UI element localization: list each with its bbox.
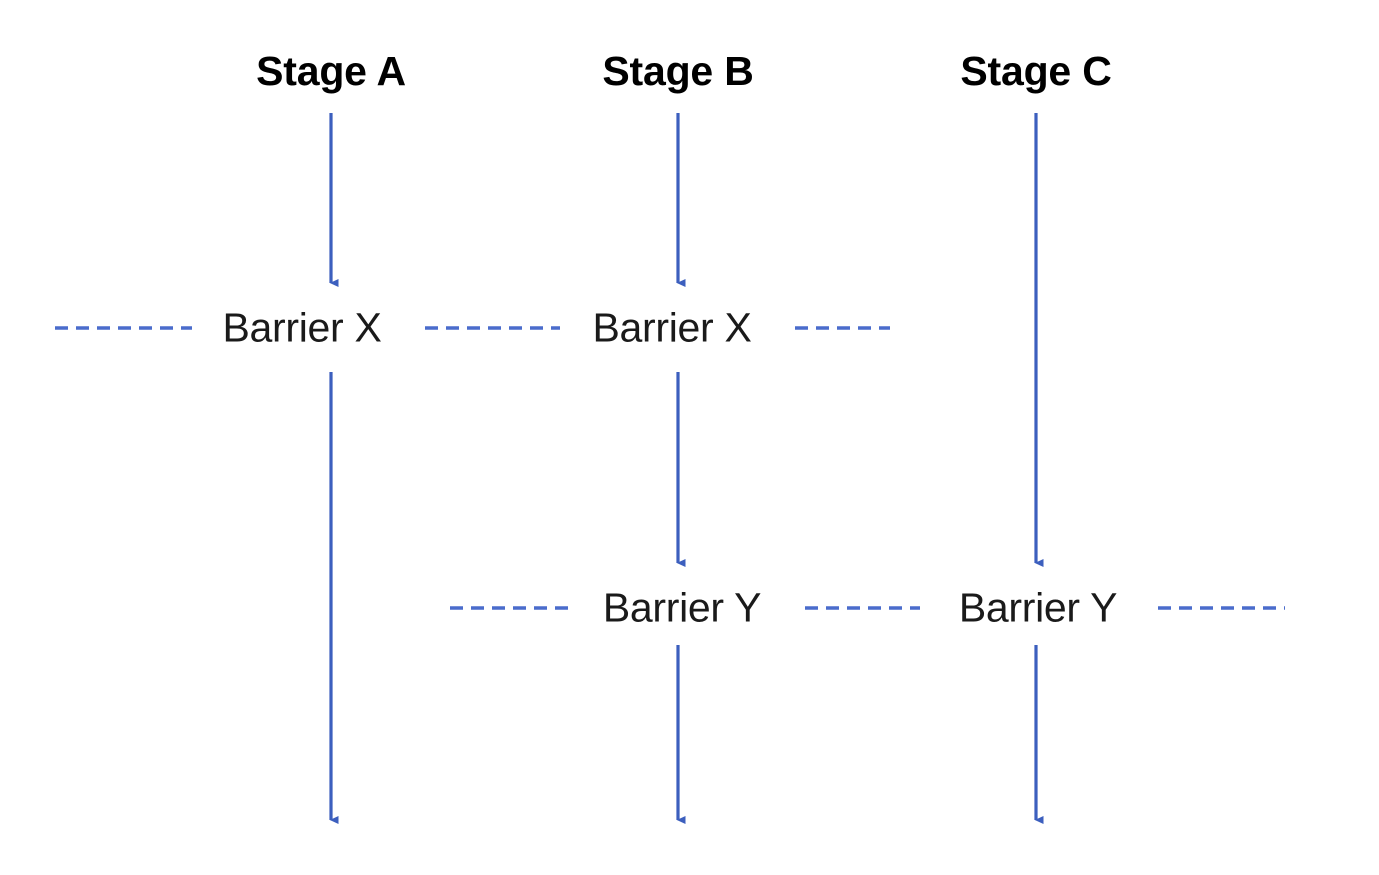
dashed-connectors-group <box>55 326 1285 610</box>
barrier-label-barrier-x-row-0: Barrier X <box>216 304 388 352</box>
stage-header-1: Stage A <box>256 48 406 94</box>
barrier-label-barrier-y-row-2: Barrier Y <box>952 584 1124 632</box>
stage-header-3: Stage C <box>960 48 1112 94</box>
barrier-label-barrier-y-row-0: Barrier Y <box>596 584 768 632</box>
vertical-arrows-group <box>329 113 1044 825</box>
barrier-label-barrier-x-row-1: Barrier X <box>586 304 758 352</box>
stage-header-2: Stage B <box>602 48 754 94</box>
